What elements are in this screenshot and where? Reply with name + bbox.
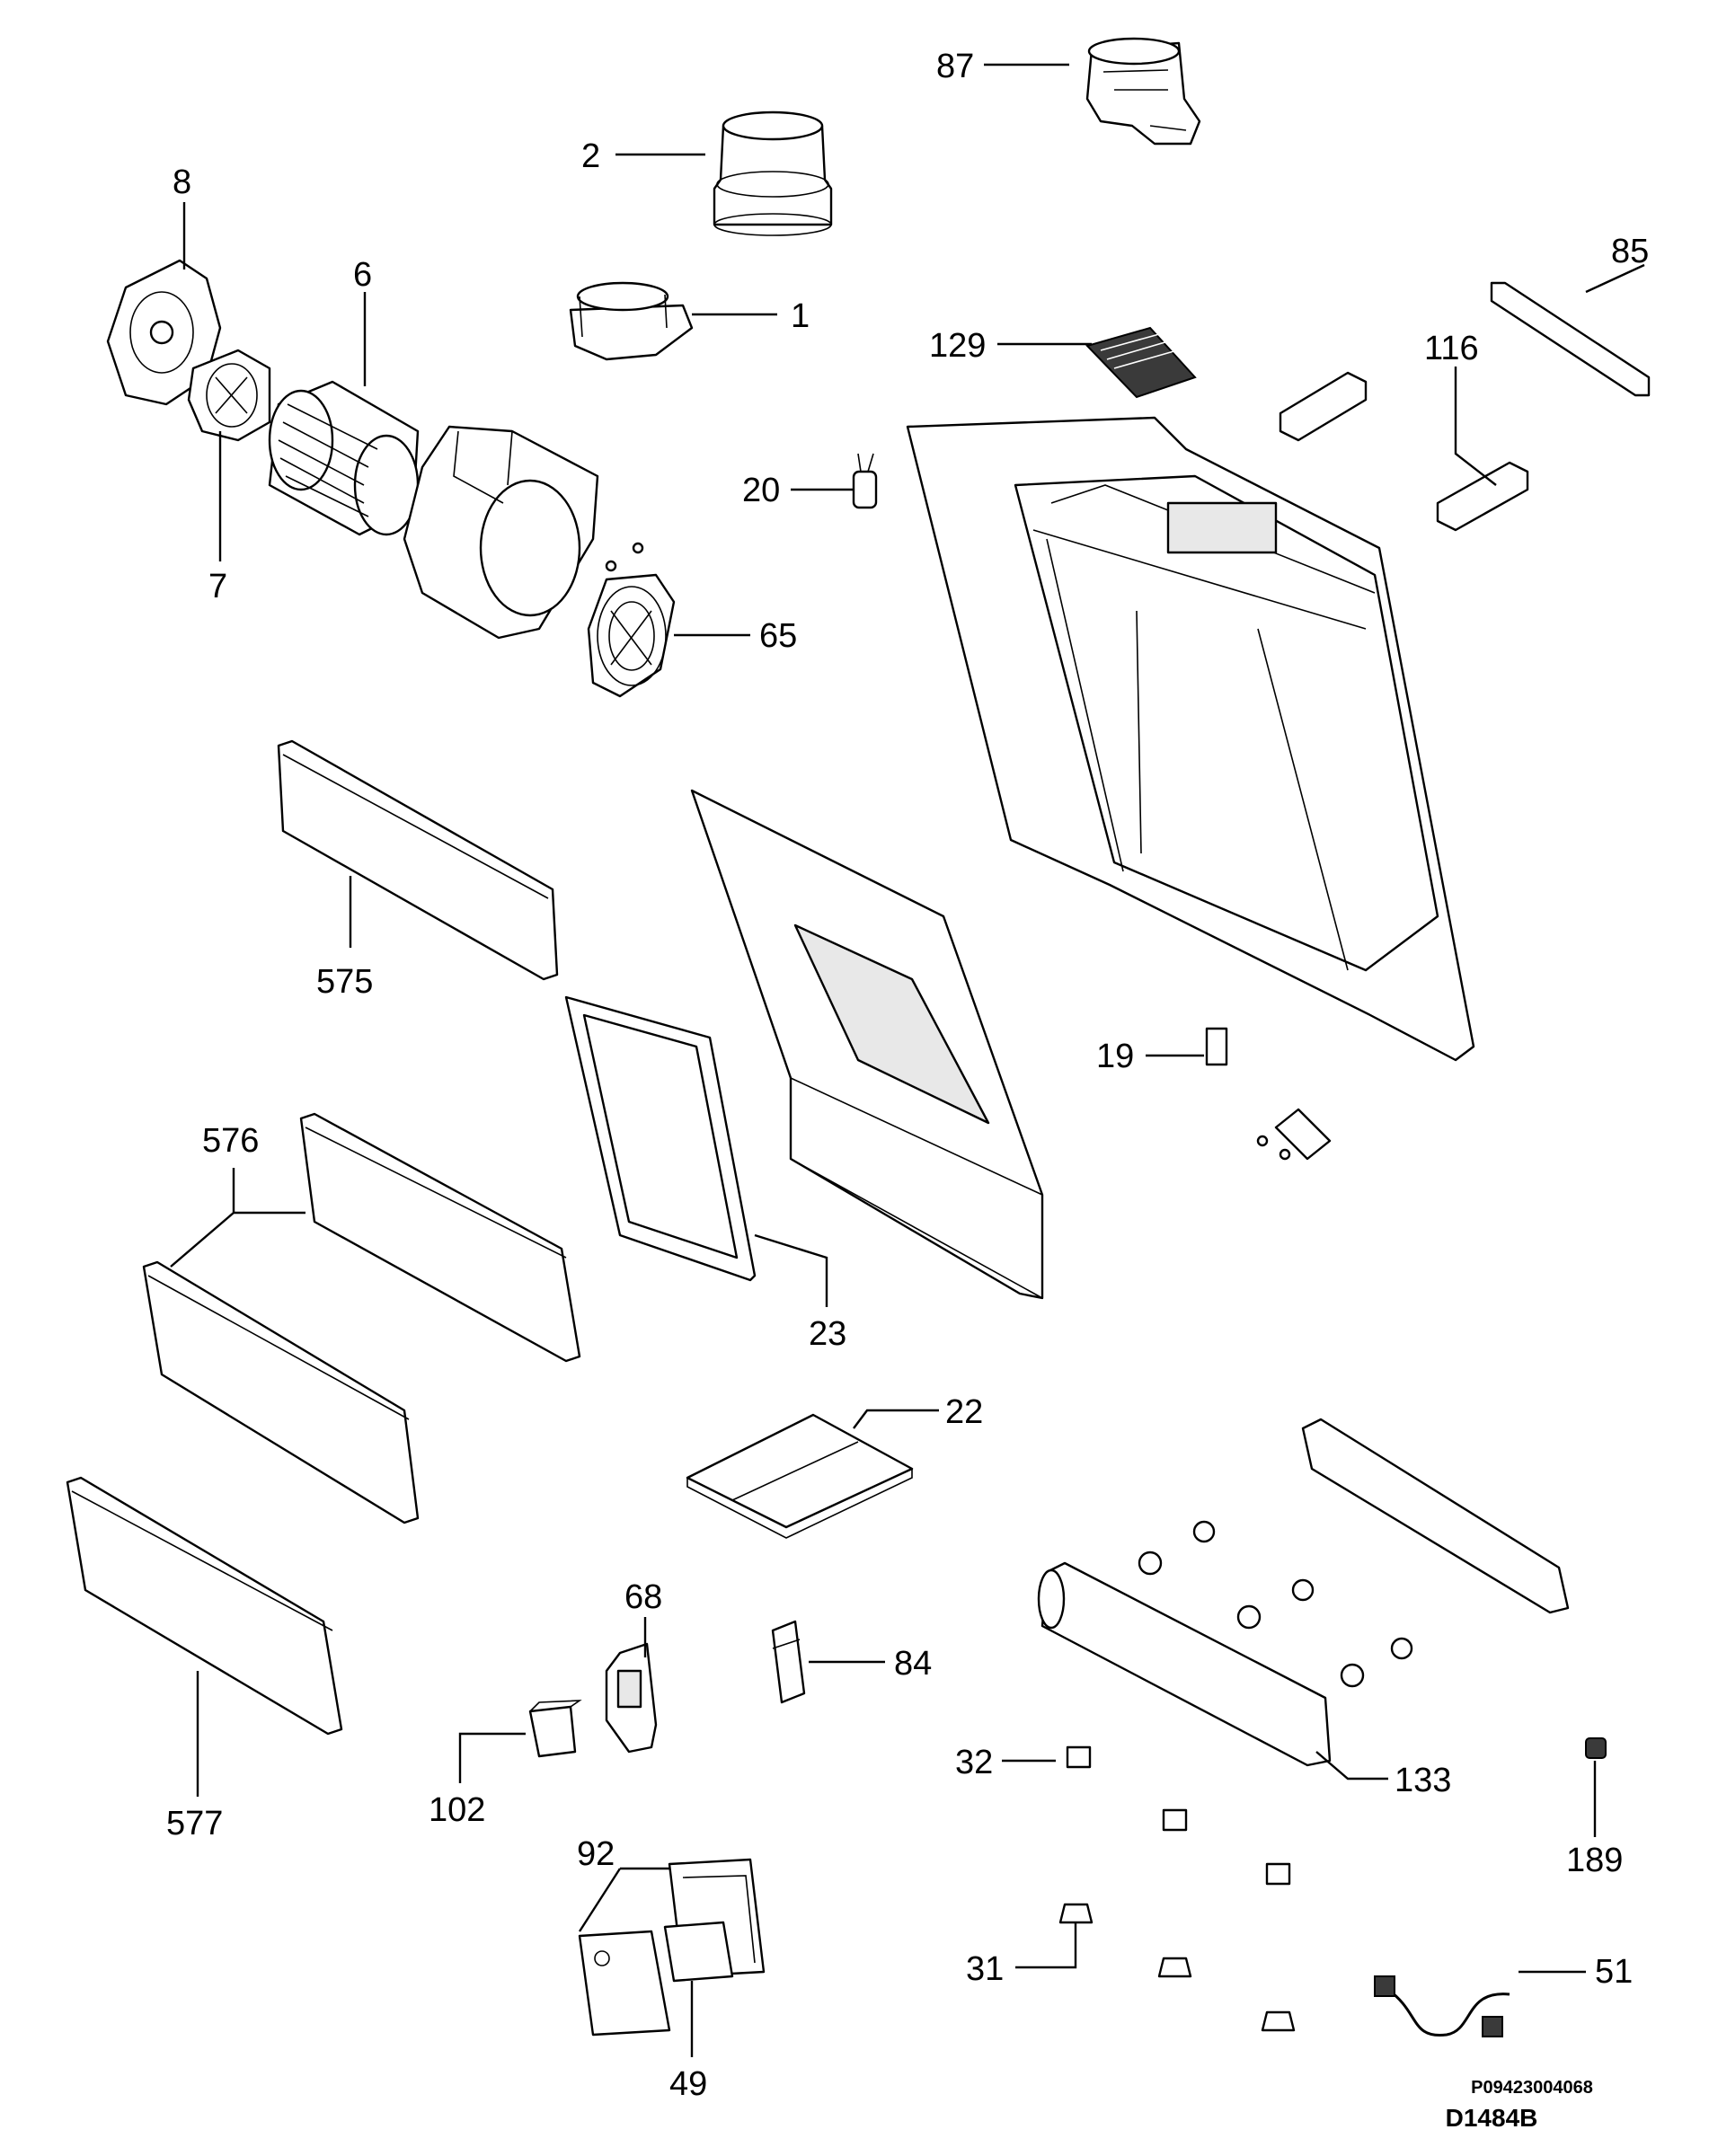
part-133-lamp-bar [1037, 1561, 1332, 1767]
part-22-carbon-filter [686, 1413, 914, 1539]
callout-102: 102 [429, 1791, 485, 1829]
part-7-motor [187, 349, 271, 442]
callout-labels: 87 2 8 6 1 85 129 116 20 7 65 575 19 576… [166, 48, 1649, 2103]
part-19-capacitor [1205, 1027, 1228, 1066]
callout-576: 576 [202, 1122, 259, 1160]
document-code: P09423004068 [1471, 2078, 1593, 2098]
callout-575: 575 [316, 963, 373, 1001]
part-lamp-rail [1301, 1418, 1570, 1614]
leader-lines [170, 63, 1645, 2057]
callout-23: 23 [809, 1315, 846, 1353]
part-51-cable [1374, 1975, 1510, 2037]
part-577-panel [66, 1476, 343, 1736]
callout-22: 22 [945, 1393, 983, 1431]
callout-85: 85 [1611, 233, 1649, 270]
callout-129: 129 [929, 327, 986, 365]
callout-116: 116 [1424, 330, 1479, 367]
part-mount-plate [1256, 1108, 1332, 1161]
callout-92: 92 [577, 1835, 615, 1873]
callout-20: 20 [742, 472, 780, 509]
part-31-lamps [1058, 1903, 1296, 2032]
callout-65: 65 [759, 617, 797, 655]
part-1-flange [569, 281, 694, 361]
part-129-board [1085, 326, 1197, 399]
callout-31: 31 [966, 1950, 1004, 1988]
part-8-motor-plate [106, 259, 222, 406]
callout-68: 68 [624, 1578, 662, 1616]
part-hood-body [906, 416, 1475, 1062]
callout-84: 84 [894, 1645, 932, 1683]
callout-87: 87 [936, 48, 974, 85]
callout-51: 51 [1595, 1953, 1633, 1991]
callout-8: 8 [173, 163, 191, 201]
part-85-rail [1490, 281, 1651, 397]
callout-7: 7 [208, 568, 227, 605]
part-6-impeller [268, 380, 420, 536]
part-576-panel-upper [299, 1112, 581, 1363]
part-116-bracket-upper [1279, 371, 1368, 442]
callout-189: 189 [1566, 1842, 1623, 1879]
part-fan-housing [403, 425, 599, 640]
part-68-bracket [605, 1642, 658, 1754]
part-575-panel [277, 739, 559, 981]
callout-2: 2 [581, 137, 600, 175]
part-189-knob [1585, 1737, 1607, 1759]
callout-6: 6 [353, 256, 372, 294]
part-102-box [528, 1700, 582, 1758]
callout-577: 577 [166, 1805, 223, 1842]
part-center-frame [690, 789, 1044, 1300]
screws [605, 542, 644, 572]
part-84-switch [771, 1620, 806, 1704]
part-lamp-holders [1138, 1520, 1413, 1688]
part-49-control-board [578, 1921, 734, 2037]
part-23-grease-filter [564, 995, 757, 1282]
part-32-clips [1066, 1745, 1291, 1886]
callout-133: 133 [1395, 1762, 1451, 1799]
callout-1: 1 [791, 297, 810, 335]
callout-49: 49 [669, 2065, 707, 2103]
callout-32: 32 [955, 1744, 993, 1781]
part-576-panel-lower [142, 1260, 420, 1524]
part-65-inlet-grill [587, 573, 676, 698]
part-87-duct-adapter [1085, 37, 1201, 146]
part-20-capacitor [852, 453, 878, 509]
part-2-reducer-collar [713, 110, 833, 236]
diagram-id: D1484B [1446, 2104, 1538, 2132]
callout-19: 19 [1096, 1038, 1134, 1075]
part-116-bracket-lower [1436, 461, 1529, 532]
